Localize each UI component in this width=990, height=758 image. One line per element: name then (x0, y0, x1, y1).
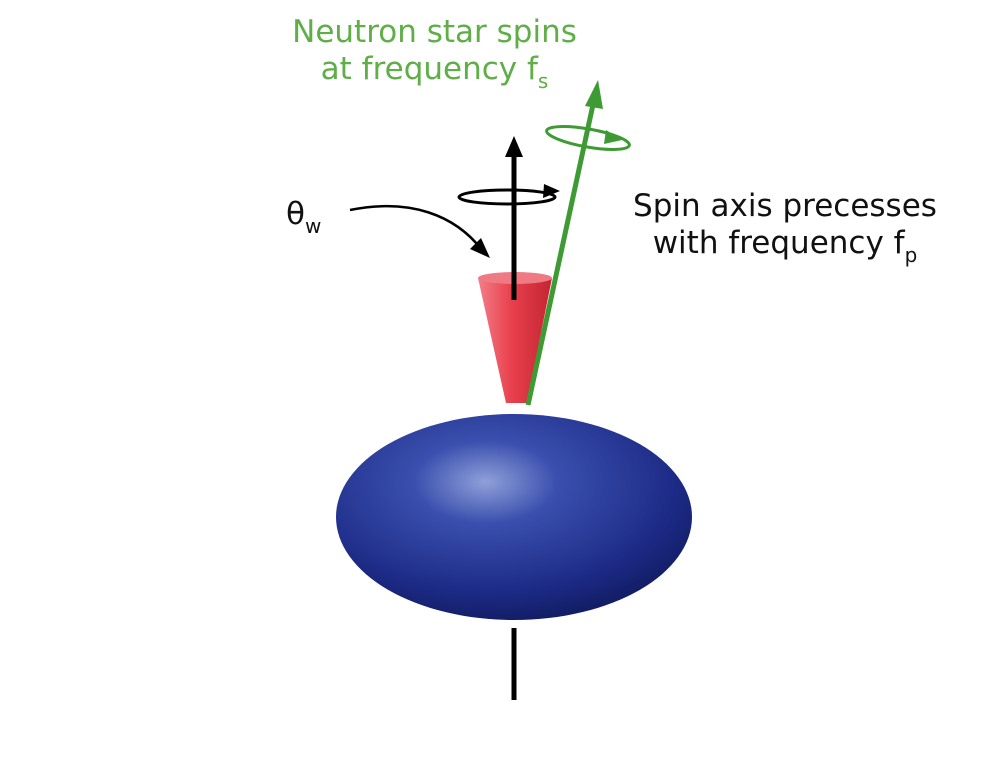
spin-frequency-label: Neutron star spins at frequency fs (262, 14, 607, 94)
wobble-angle-label: θw (286, 196, 322, 238)
theta-pointer-arrow (349, 204, 483, 251)
spin-label-line2: at frequency fs (320, 51, 549, 94)
precession-cone (478, 278, 552, 403)
neutron-star (336, 414, 692, 620)
precession-frequency-label: Spin axis precesses with frequency fp (605, 188, 965, 268)
spin-rotation-arrow-icon (604, 130, 622, 144)
precession-axis-arrowhead (505, 136, 523, 157)
precession-rotation-arrow-icon (543, 184, 560, 198)
spin-rotation-loop (545, 125, 631, 151)
precession-rotation-loop (457, 188, 557, 206)
precession-label-line2: with frequency fp (652, 225, 918, 268)
spin-axis (525, 99, 597, 406)
precession-label-line1: Spin axis precesses (633, 188, 937, 224)
wobble-angle-subscript: w (304, 214, 322, 238)
spin-axis-arrowhead (585, 80, 603, 109)
spin-label-line1: Neutron star spins (292, 14, 577, 50)
theta-pointer-arrowhead-icon (470, 238, 490, 258)
precession-label-subscript: p (904, 243, 918, 268)
spin-label-subscript: s (537, 69, 549, 94)
